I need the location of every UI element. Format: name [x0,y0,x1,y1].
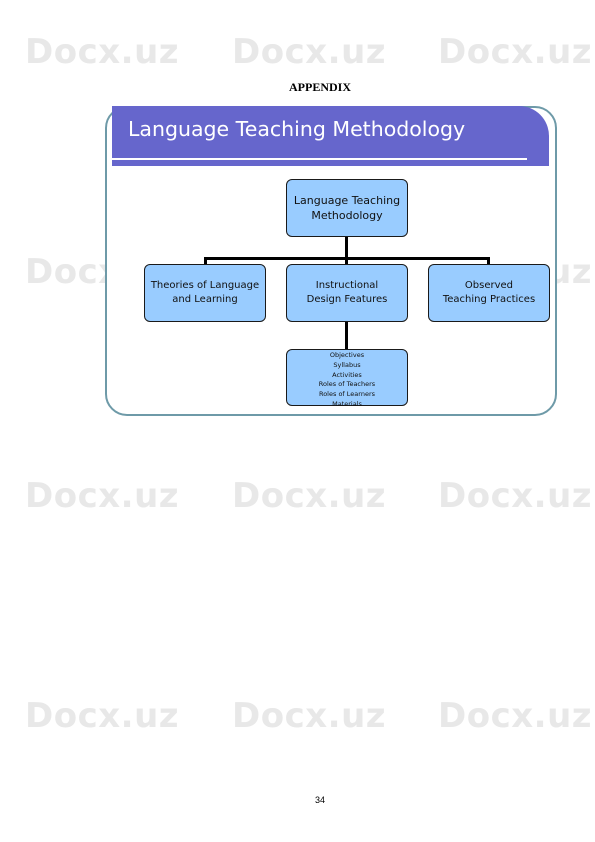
node-instructional-design-features: Instructional Design Features [286,264,408,322]
slide-title-band: Language Teaching Methodology [112,106,549,166]
page-number: 34 [314,795,325,805]
watermark: Docx.uz [232,476,387,516]
connector-left-down [204,257,207,266]
node-observed-teaching-practices: Observed Teaching Practices [428,264,550,322]
node-theories-of-language-and-learning: Theories of Language and Learning [144,264,266,322]
appendix-heading: APPENDIX [289,80,351,94]
watermark: Docx.uz [438,696,593,736]
connector-center-down [345,257,348,266]
node-language-teaching-methodology: Language Teaching Methodology [286,179,408,237]
node-design-features-list: Objectives Syllabus Activities Roles of … [286,349,408,408]
watermark: Docx.uz [25,476,180,516]
connector-center-to-features [345,321,348,350]
watermark: Docx.uz [438,32,593,72]
title-underline [112,158,527,160]
slide-title: Language Teaching Methodology [128,117,466,141]
watermark: Docx.uz [232,32,387,72]
slide: Language Teaching Methodology Language T… [105,106,557,416]
watermark: Docx.uz [438,476,593,516]
connector-right-down [487,257,490,266]
watermark: Docx.uz [25,696,180,736]
watermark: Docx.uz [25,32,180,72]
watermark: Docx.uz [232,696,387,736]
connector-root-down [345,237,348,258]
